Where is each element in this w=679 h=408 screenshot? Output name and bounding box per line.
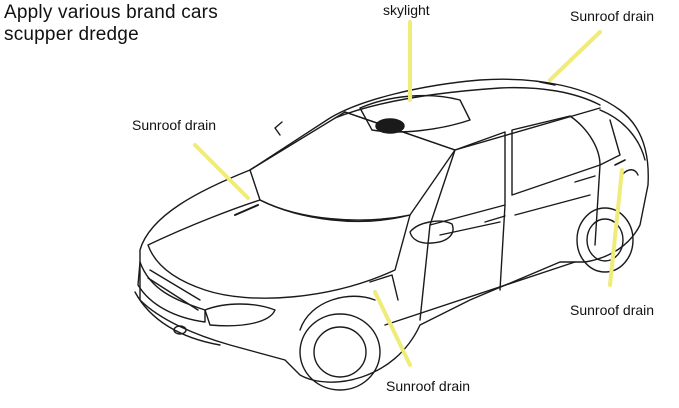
label-sunroof-drain-bottom: Sunroof drain — [386, 378, 471, 394]
title-line-1: Apply various brand cars — [4, 2, 218, 23]
pointer-sunroof-top-right — [548, 30, 602, 82]
antenna — [274, 121, 283, 136]
car-body-outline — [139, 78, 649, 383]
windshield — [249, 111, 456, 221]
roof-line — [334, 86, 601, 119]
car-outline — [134, 78, 649, 391]
rear-wheel — [576, 207, 634, 273]
label-sunroof-drain-left: Sunroof drain — [132, 117, 217, 133]
pointer-lines — [193, 20, 624, 367]
side-mirror — [409, 220, 454, 244]
pointer-sunroof-right — [608, 168, 624, 287]
label-sunroof-drain-right: Sunroof drain — [570, 302, 655, 318]
title-line-2: scupper dredge — [4, 24, 139, 45]
label-sunroof-drain-top-right: Sunroof drain — [570, 8, 655, 24]
pointer-sunroof-left — [193, 143, 250, 200]
label-skylight: skylight — [383, 2, 430, 18]
front-grille — [137, 261, 206, 323]
pointer-sunroof-bottom — [373, 290, 412, 367]
diagram-title: Apply various brand cars scupper dredge — [4, 2, 218, 46]
headlight — [204, 303, 276, 327]
hood — [147, 199, 411, 299]
rear-side-window — [511, 115, 601, 196]
front-wheel — [299, 313, 381, 391]
